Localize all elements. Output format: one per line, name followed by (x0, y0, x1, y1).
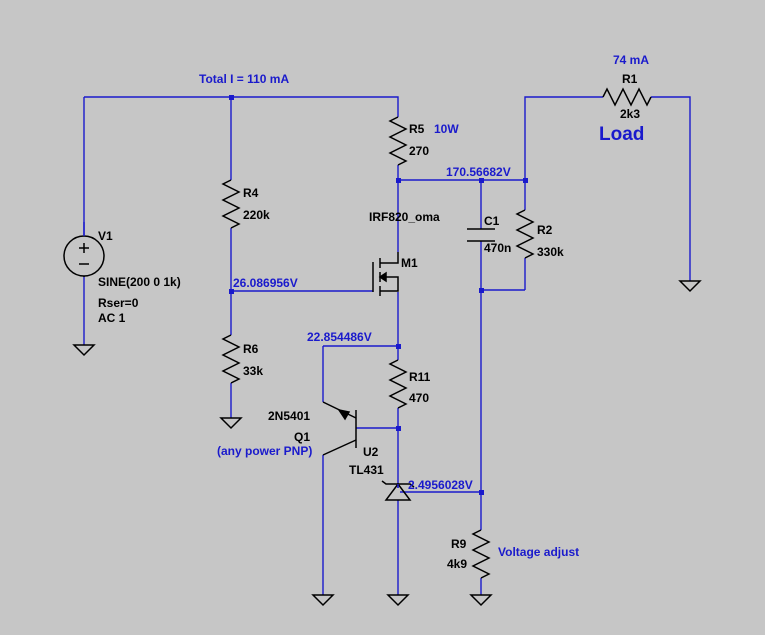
junction (479, 288, 484, 293)
m1-name: M1 (401, 256, 418, 270)
r4-symbol[interactable] (221, 179, 241, 229)
r1-symbol[interactable] (602, 87, 652, 107)
junction (396, 344, 401, 349)
r2-symbol[interactable] (515, 209, 535, 259)
junction (523, 178, 528, 183)
junction (479, 490, 484, 495)
c1-name: C1 (484, 214, 500, 228)
m1-symbol[interactable] (372, 252, 399, 296)
r5-power-label: 10W (434, 122, 459, 136)
v1-rser: Rser=0 (98, 296, 139, 310)
r6-symbol[interactable] (221, 334, 241, 384)
v1-name: V1 (98, 229, 113, 243)
r11-name: R11 (409, 370, 431, 384)
r2-value: 330k (537, 245, 564, 259)
r5-value: 270 (409, 144, 429, 158)
r2-name: R2 (537, 223, 553, 237)
load-label: Load (599, 124, 644, 145)
q1-model: 2N5401 (268, 409, 310, 423)
v1-value: SINE(200 0 1k) (98, 275, 181, 289)
ground-icon (219, 417, 243, 430)
voltage-adjust-label: Voltage adjust (498, 545, 579, 559)
junction (479, 178, 484, 183)
v1-ac: AC 1 (98, 311, 126, 325)
junction (396, 426, 401, 431)
v-source-label: 22.854486V (307, 330, 372, 344)
q1-name: Q1 (294, 430, 310, 444)
q1-note-label: (any power PNP) (217, 444, 312, 458)
u2-name: U2 (363, 445, 379, 459)
v-ref-label: 2.4956028V (408, 478, 473, 492)
r6-value: 33k (243, 364, 263, 378)
junction (229, 289, 234, 294)
load-current-label: 74 mA (613, 53, 649, 67)
r9-symbol[interactable] (471, 529, 491, 579)
c1-value: 470n (484, 241, 511, 255)
r9-name: R9 (451, 537, 467, 551)
r1-value: 2k3 (620, 107, 640, 121)
q1-symbol[interactable] (322, 401, 357, 456)
junction (396, 178, 401, 183)
r4-name: R4 (243, 186, 259, 200)
c1-symbol[interactable] (467, 228, 495, 242)
ground-icon (386, 594, 410, 607)
r9-value: 4k9 (447, 557, 467, 571)
r11-value: 470 (409, 391, 429, 405)
m1-model: IRF820_oma (369, 210, 440, 224)
v-drain-label: 170.56682V (446, 165, 511, 179)
v1-symbol[interactable] (63, 222, 105, 277)
u2-model: TL431 (349, 463, 384, 477)
r5-name: R5 (409, 122, 425, 136)
ground-icon (311, 594, 335, 607)
junctions (229, 95, 528, 495)
r4-value: 220k (243, 208, 270, 222)
ground-icon (72, 344, 96, 357)
total-current-label: Total I = 110 mA (199, 72, 289, 86)
r1-name: R1 (622, 72, 638, 86)
wires (83, 96, 691, 595)
v-gate-label: 26.086956V (233, 276, 298, 290)
r11-symbol[interactable] (388, 359, 408, 409)
ground-icon (469, 594, 493, 607)
r6-name: R6 (243, 342, 259, 356)
junction (229, 95, 234, 100)
u2-symbol[interactable] (381, 480, 415, 501)
ground-icon (678, 280, 702, 293)
r5-symbol[interactable] (388, 116, 408, 166)
